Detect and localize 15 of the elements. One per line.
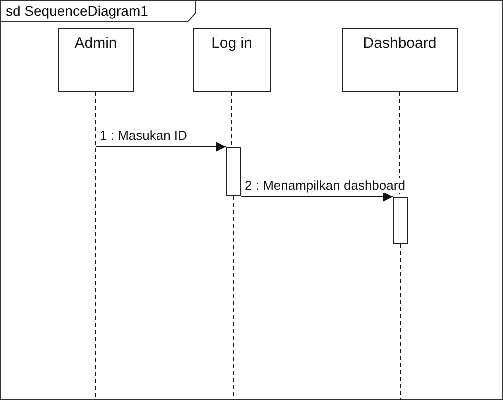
lifeline-head — [193, 28, 271, 92]
lifeline-name: Admin — [74, 35, 118, 52]
lifeline-head — [342, 28, 458, 92]
lifeline-name: Log in — [212, 35, 252, 52]
message-arrow — [240, 192, 394, 202]
message-label: 2 : Menampilkan dashboard — [244, 178, 406, 193]
message-arrow — [96, 142, 226, 152]
frame-title: sd SequenceDiagram1 — [6, 3, 148, 19]
lifeline — [400, 244, 401, 400]
lifeline-head — [58, 28, 134, 92]
lifeline-name: Dashboard — [363, 35, 437, 52]
activation-bar — [226, 147, 241, 196]
activation-bar — [393, 197, 408, 244]
message-label: 1 : Masukan ID — [99, 128, 188, 143]
lifeline — [233, 196, 234, 400]
